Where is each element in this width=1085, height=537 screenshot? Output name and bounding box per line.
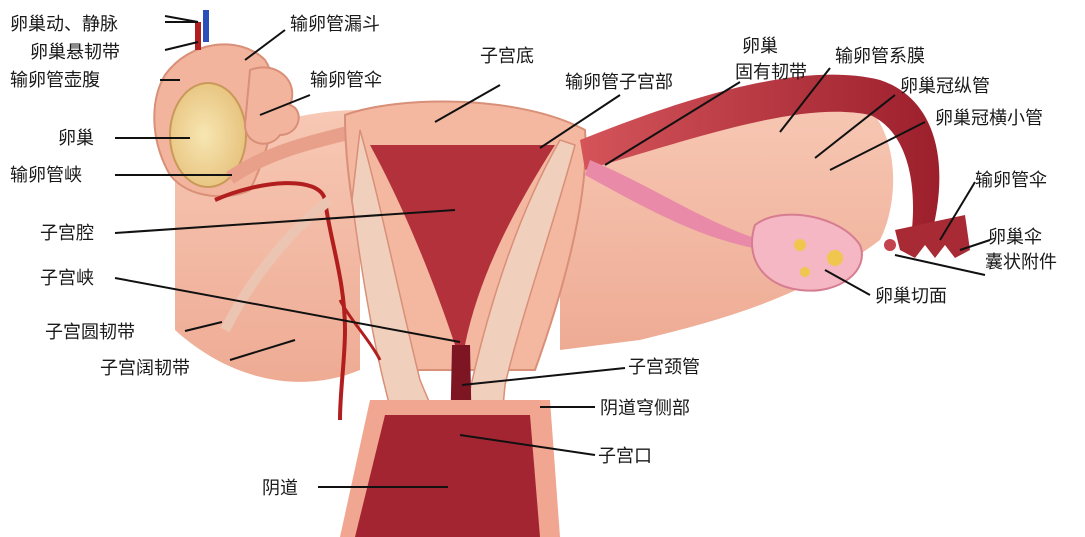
- label-isthmus: 输卵管峡: [10, 165, 82, 186]
- label-ovarian-ligament-2: 固有韧带: [735, 62, 807, 83]
- label-infundibulum: 输卵管漏斗: [290, 14, 380, 35]
- label-epoophoron-duct: 卵巢冠纵管: [900, 76, 990, 97]
- vaginal-lumen: [355, 415, 540, 537]
- vesicular-appendix-shape: [884, 239, 896, 251]
- label-epoophoron-tubules: 卵巢冠横小管: [935, 108, 1043, 129]
- label-tube-uterine-part: 输卵管子宫部: [565, 72, 673, 93]
- label-ovary-section: 卵巢切面: [875, 286, 947, 307]
- follicle-1: [794, 239, 806, 251]
- label-ovarian-vessels: 卵巢动、静脉: [10, 14, 118, 35]
- label-ovary: 卵巢: [58, 128, 94, 149]
- label-suspensory-ligament: 卵巢悬韧带: [30, 42, 120, 63]
- label-mesosalpinx: 输卵管系膜: [835, 46, 925, 67]
- label-lateral-fornix: 阴道穹侧部: [600, 398, 690, 419]
- label-vesicular-appendix: 囊状附件: [985, 252, 1057, 273]
- label-vagina: 阴道: [262, 478, 298, 499]
- label-fundus: 子宫底: [480, 46, 534, 67]
- label-uterine-isthmus: 子宫峡: [40, 268, 94, 289]
- label-uterine-cavity: 子宫腔: [40, 223, 94, 244]
- label-fimbriae-left: 输卵管伞: [310, 70, 382, 91]
- follicle-3: [800, 267, 810, 277]
- follicle-2: [827, 250, 843, 266]
- label-uterine-os: 子宫口: [598, 446, 652, 467]
- label-ovarian-fimbria: 卵巢伞: [988, 227, 1042, 248]
- ovarian-artery: [195, 22, 201, 50]
- left-fimbriae-shape: [245, 67, 299, 143]
- label-cervical-canal: 子宫颈管: [628, 357, 700, 378]
- label-fimbriae-right: 输卵管伞: [975, 170, 1047, 191]
- label-ovarian-ligament-1: 卵巢: [742, 36, 778, 57]
- label-ampulla: 输卵管壶腹: [10, 70, 100, 91]
- label-broad-ligament: 子宫阔韧带: [100, 358, 190, 379]
- label-round-ligament: 子宫圆韧带: [45, 322, 135, 343]
- ovarian-vein: [203, 10, 209, 42]
